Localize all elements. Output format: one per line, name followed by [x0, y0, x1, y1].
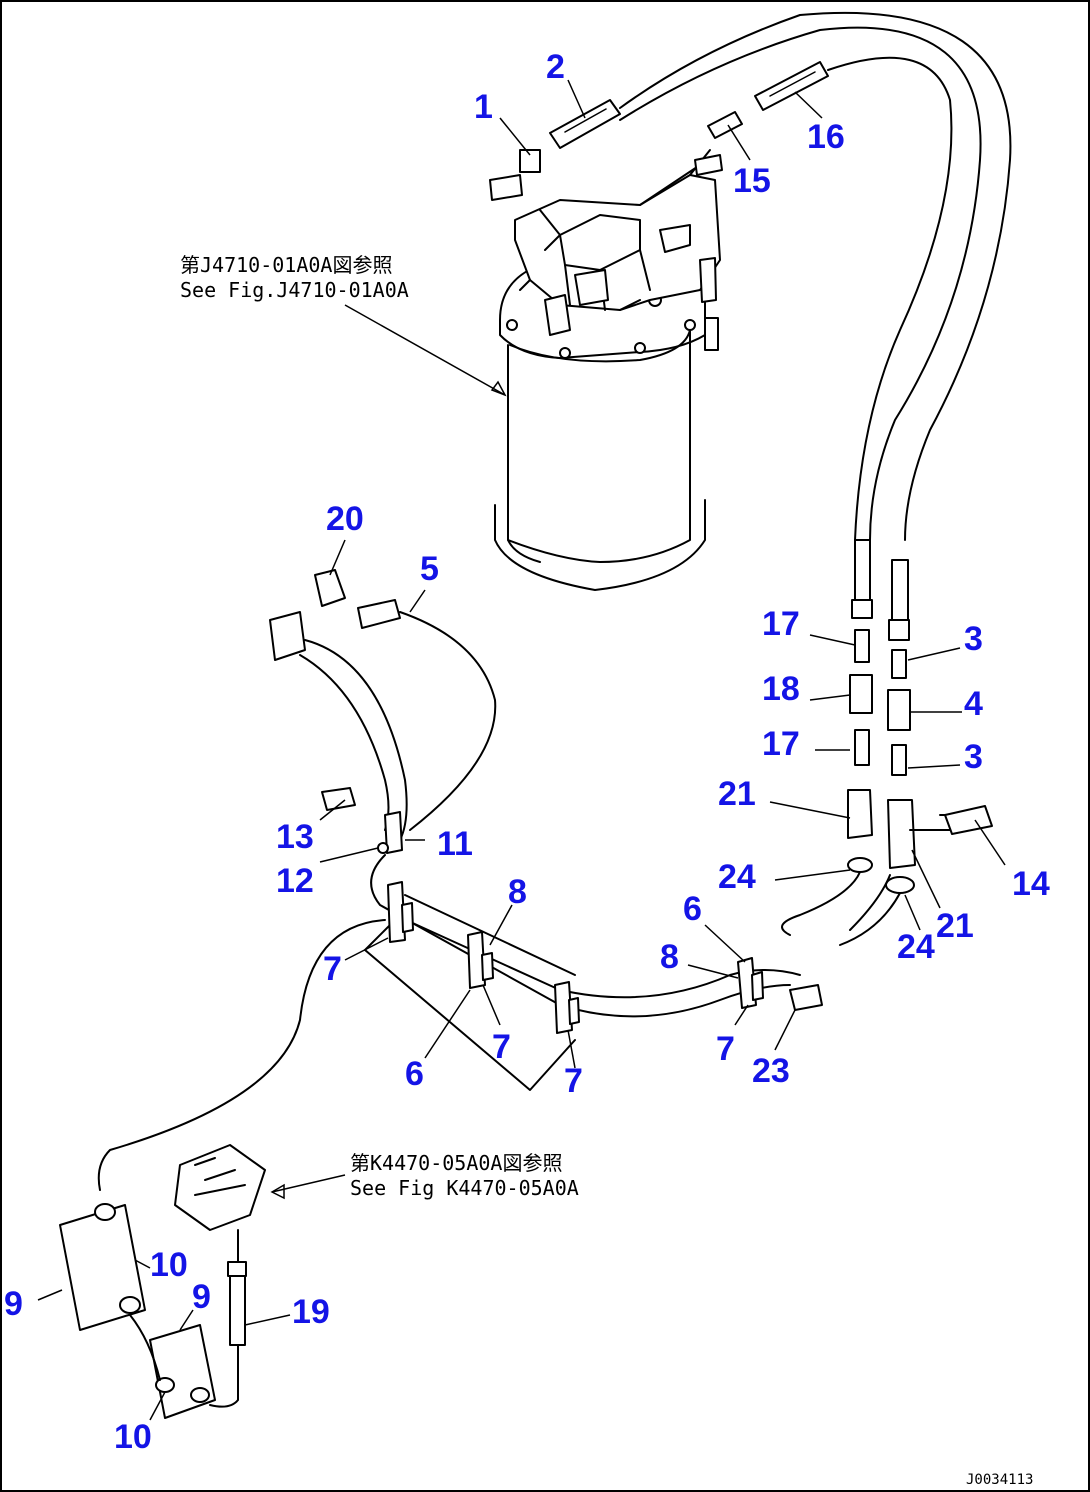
callout-9b: 9 [192, 1278, 211, 1316]
callout-9a: 9 [4, 1285, 23, 1323]
fitting-10d [190, 1387, 210, 1403]
callout-3a: 3 [964, 620, 983, 658]
callouts: 1 2 3 3 4 5 6 6 7 7 7 7 8 8 9 9 10 10 11… [4, 48, 1050, 1456]
clamp-7d [737, 957, 757, 1009]
callout-8b: 8 [660, 938, 679, 976]
fitting-17b [854, 729, 870, 766]
nut-17a [851, 599, 873, 619]
callout-7d: 7 [716, 1030, 735, 1068]
clamp-7b [467, 931, 486, 989]
hose-inner [619, 26, 982, 541]
right-couplings [781, 599, 993, 946]
callout-24b: 24 [897, 928, 935, 966]
clamp-7c [554, 981, 573, 1034]
left-hoses [269, 569, 497, 854]
ring-24a [847, 857, 873, 873]
callout-20: 20 [326, 500, 364, 538]
callout-16: 16 [807, 118, 845, 156]
callout-3b: 3 [964, 738, 983, 776]
fitting-15 [707, 111, 743, 139]
bolt-12 [377, 842, 389, 854]
callout-8a: 8 [508, 873, 527, 911]
callout-10a: 10 [150, 1246, 188, 1284]
hose-16 [827, 56, 953, 541]
fitting-10a [94, 1203, 116, 1221]
pipe-down-left [97, 919, 386, 1191]
callout-4: 4 [964, 685, 983, 723]
fitting-17a [854, 629, 870, 663]
top-hoses [549, 11, 1012, 621]
callout-1: 1 [474, 88, 493, 126]
callout-19: 19 [292, 1293, 330, 1331]
callout-6b: 6 [405, 1055, 424, 1093]
ref-bottom-en: See Fig K4470-05A0A [350, 1176, 579, 1200]
nut-3a [888, 619, 910, 641]
callout-10b: 10 [114, 1418, 152, 1456]
callout-6a: 6 [683, 890, 702, 928]
fitting-23 [789, 984, 823, 1011]
callout-7b: 7 [492, 1028, 511, 1066]
clamp-11 [384, 811, 403, 854]
pipe-24b [839, 892, 901, 946]
elbow-20 [314, 569, 346, 607]
callout-13: 13 [276, 818, 314, 856]
callout-17a: 17 [762, 605, 800, 643]
callout-24a: 24 [718, 858, 756, 896]
nut-19 [227, 1261, 247, 1277]
hose-fitting-2 [549, 99, 621, 149]
tee-21a [847, 789, 873, 839]
manifold [174, 1144, 266, 1231]
tank-assembly [489, 149, 723, 591]
callout-2: 2 [546, 48, 565, 86]
callout-14: 14 [1012, 865, 1050, 903]
flange-left [269, 611, 306, 661]
ref-top-en: See Fig.J4710-01A0A [180, 278, 409, 302]
bottom-left-assembly [59, 1144, 266, 1419]
fitting-4 [887, 689, 911, 731]
callout-7c: 7 [564, 1062, 583, 1100]
hose-outer [619, 11, 1012, 541]
tank-base-flange [494, 499, 706, 591]
hose-fitting-16 [754, 61, 829, 111]
ring-24b [885, 876, 915, 894]
fitting-14 [944, 805, 993, 835]
callout-21a: 21 [718, 775, 756, 813]
lower-pipe-run [97, 854, 823, 1191]
bolt-13 [321, 787, 356, 811]
callout-5: 5 [420, 550, 439, 588]
leader-lines [37, 79, 1006, 1421]
callout-17b: 17 [762, 725, 800, 763]
fitting-18 [849, 674, 873, 714]
fitting-3a [891, 649, 907, 679]
pipe-24a [781, 871, 861, 936]
hose-19 [229, 1274, 246, 1346]
tank-body [507, 329, 691, 563]
callout-18: 18 [762, 670, 800, 708]
hose-5 [399, 611, 497, 831]
callout-15: 15 [733, 162, 771, 200]
ref-top-jp: 第J4710-01A0A図参照 [180, 253, 392, 277]
callout-11: 11 [437, 825, 473, 863]
fitting-3b [891, 744, 907, 776]
tee-21b [887, 799, 916, 869]
drawing-code: J0034113 [966, 1472, 1033, 1488]
callout-23: 23 [752, 1052, 790, 1090]
fitting-10b [119, 1296, 141, 1314]
ref-bottom-jp: 第K4470-05A0A図参照 [350, 1151, 562, 1175]
fitting-5 [357, 599, 401, 629]
pipe-main-b [394, 914, 801, 999]
callout-12: 12 [276, 862, 314, 900]
callout-21b: 21 [936, 907, 974, 945]
clamp-7a [387, 881, 406, 943]
callout-7a: 7 [323, 950, 342, 988]
block-9b [149, 1324, 216, 1419]
fitting-10c [155, 1377, 175, 1393]
